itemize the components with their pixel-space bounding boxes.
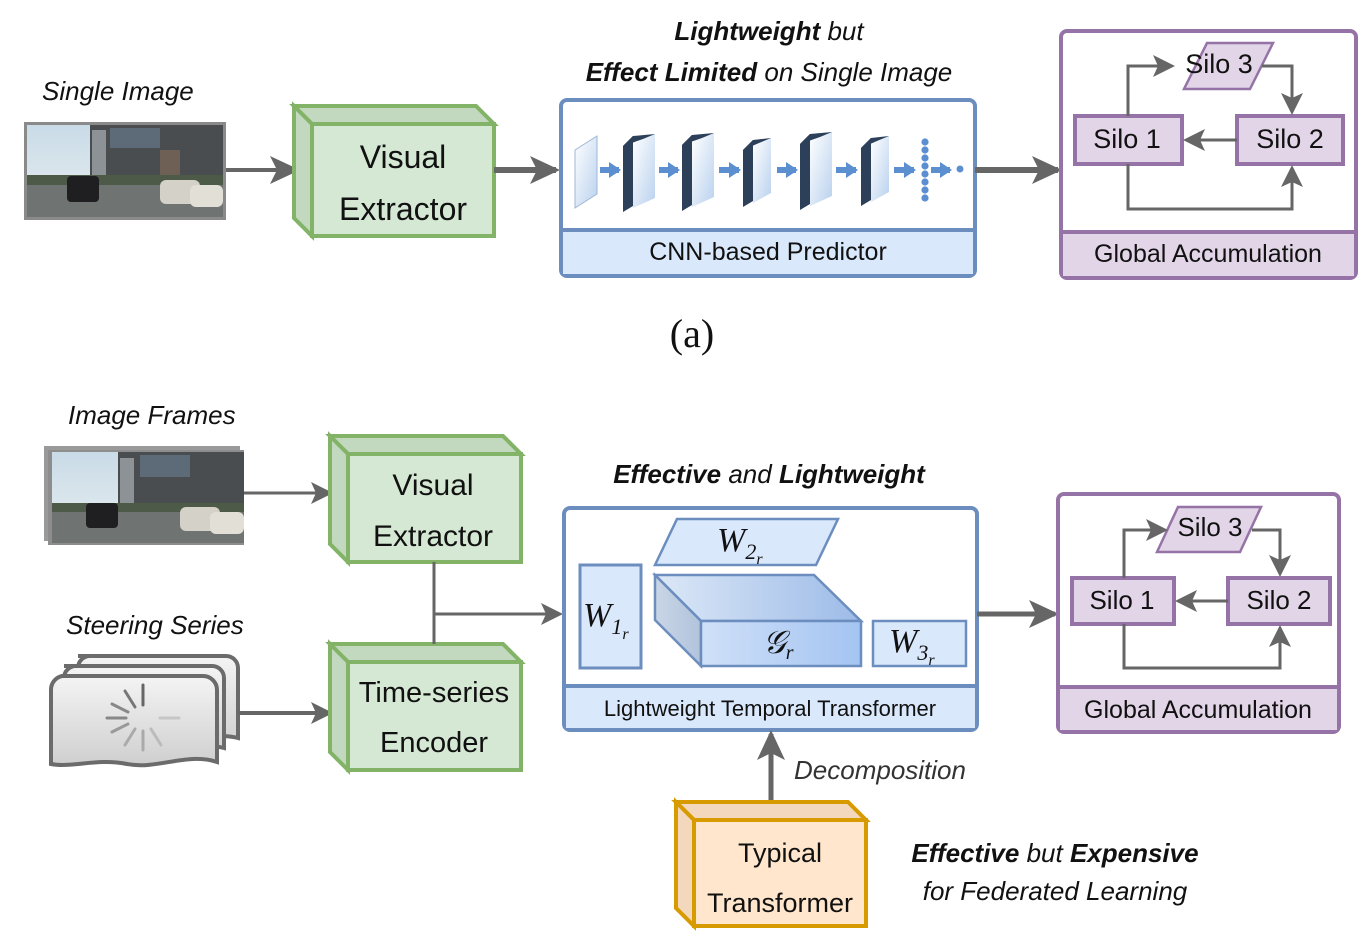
- cnn-layer-4-side: [800, 134, 810, 210]
- single-image-photo: [24, 122, 226, 220]
- visual-extractor-box-a: [289, 101, 499, 241]
- steering-series-label: Steering Series: [66, 610, 244, 640]
- predictor-caption-line1: Lightweight but: [560, 16, 978, 47]
- w3-symbol: W3r: [889, 623, 935, 669]
- ts-encoder-box: [325, 639, 526, 775]
- cnn-layer-1-side: [623, 136, 633, 212]
- cnn-layer-5-face: [871, 136, 889, 202]
- silo-3-b-label: Silo 3: [1177, 512, 1242, 542]
- global-accumulation-box-b: [1056, 492, 1341, 734]
- w1-block: [578, 563, 643, 670]
- cnn-layer-5-top: [861, 136, 889, 148]
- cnn-fc-node-7: [921, 186, 929, 194]
- visual-extractor-a-line2: Extractor: [339, 191, 467, 227]
- w3-block: [871, 619, 968, 668]
- image-frames-label: Image Frames: [68, 400, 236, 430]
- global-accumulation-box-a: [1059, 29, 1358, 280]
- steering-series-icon: [49, 654, 240, 768]
- cnn-layer-1-face: [633, 134, 655, 208]
- silo-3-a-label: Silo 3: [1185, 49, 1253, 79]
- caption-lightweight-b: Lightweight: [778, 459, 925, 489]
- cnn-layer-2-side: [682, 135, 692, 211]
- cnn-layer-5-side: [861, 138, 871, 206]
- cnn-fc-node-2: [921, 146, 929, 154]
- silo-1-a: [1073, 114, 1184, 166]
- cnn-layer-3-side: [743, 140, 753, 207]
- caption-on-single-image: on Single Image: [757, 57, 953, 87]
- expensive-note-line2: for Federated Learning: [922, 876, 1188, 906]
- note-expensive: Expensive: [1069, 838, 1199, 868]
- silo-network-a: [1073, 41, 1345, 211]
- cnn-fc-node-5: [921, 170, 929, 178]
- g-tensor-block: [651, 571, 865, 670]
- cnn-predictor-label: CNN-based Predictor: [649, 238, 887, 266]
- cnn-layer-1-top: [623, 134, 655, 146]
- silo-3-a: [1181, 41, 1276, 91]
- cnn-fc-node-6: [921, 178, 929, 186]
- image-frames-stack: [44, 446, 244, 545]
- silo-1-b-label: Silo 1: [1089, 585, 1154, 615]
- cnn-layers: [574, 132, 964, 212]
- single-image-label: Single Image: [42, 76, 194, 106]
- visual-extractor-a-line1: Visual: [360, 139, 447, 175]
- global-accumulation-label-a: Global Accumulation: [1094, 240, 1322, 268]
- cnn-layer-4-top: [800, 132, 832, 144]
- ts-encoder-line1: Time-series: [359, 677, 509, 709]
- w1-symbol: W1r: [583, 597, 629, 643]
- caption-but: but: [820, 16, 864, 46]
- caption-effect-limited: Effect Limited: [585, 57, 758, 87]
- temporal-transformer-label: Lightweight Temporal Transformer: [604, 696, 936, 721]
- global-accumulation-label-b: Global Accumulation: [1084, 696, 1312, 724]
- silo-1-a-label: Silo 1: [1093, 124, 1161, 154]
- silo-3-b: [1155, 505, 1263, 554]
- silo-2-a-label: Silo 2: [1256, 124, 1324, 154]
- cnn-output-node: [956, 165, 964, 173]
- cnn-fc-node-4: [921, 162, 929, 170]
- cnn-layer-3-top: [743, 138, 771, 150]
- caption-effective: Effective: [613, 459, 722, 489]
- visual-extractor-b-line2: Extractor: [373, 520, 493, 553]
- decomposition-label: Decomposition: [794, 755, 966, 785]
- typical-transformer-box: [671, 797, 871, 931]
- expensive-note-line1: Effective but Expensive: [880, 838, 1230, 869]
- visual-extractor-b-line1: Visual: [392, 469, 473, 502]
- typical-transformer-line1: Typical: [738, 838, 822, 868]
- silo-network-b: [1070, 505, 1332, 670]
- typical-transformer-line2: Transformer: [707, 888, 853, 918]
- w2-symbol: W2r: [717, 522, 763, 568]
- cnn-layer-2-face: [692, 133, 714, 207]
- cnn-fc-node-8: [921, 194, 929, 202]
- predictor-caption-line2: Effect Limited on Single Image: [560, 57, 978, 88]
- cnn-layer-4-face: [810, 132, 832, 206]
- silo-2-b-label: Silo 2: [1246, 585, 1311, 615]
- cnn-fc-node-3: [921, 154, 929, 162]
- cnn-layer-2-top: [682, 133, 714, 145]
- cnn-fc-node-1: [921, 138, 929, 146]
- ts-encoder-line2: Encoder: [380, 727, 488, 759]
- note-effective: Effective: [911, 838, 1020, 868]
- note-but: but: [1019, 838, 1070, 868]
- transformer-caption: Effective and Lightweight: [560, 459, 978, 490]
- w2-block: [653, 517, 840, 567]
- cnn-input-plane: [574, 135, 598, 209]
- panel-a-label: (a): [669, 311, 715, 356]
- cnn-layer-3-face: [753, 138, 771, 203]
- caption-and: and: [721, 459, 779, 489]
- caption-lightweight: Lightweight: [674, 16, 821, 46]
